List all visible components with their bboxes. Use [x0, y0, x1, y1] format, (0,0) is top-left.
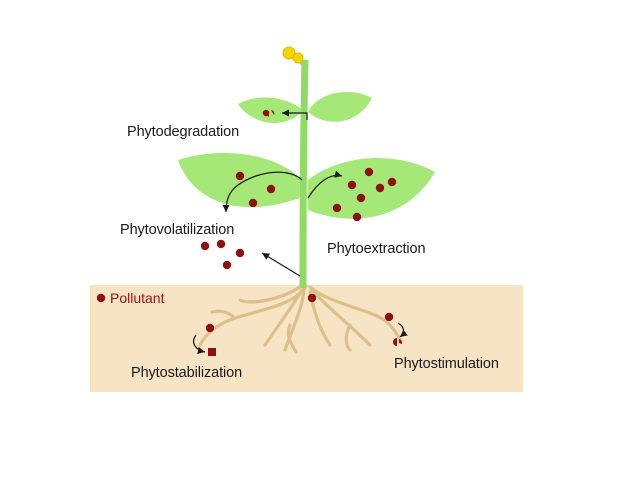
leaf-mid-right-pollutants	[332, 167, 397, 222]
leaf-top-left	[238, 97, 302, 124]
label-phytostimulation: Phytostimulation	[394, 356, 499, 372]
label-phytovolatilization: Phytovolatilization	[120, 222, 235, 238]
arrow-release	[261, 252, 301, 277]
leaf-mid-left	[178, 153, 300, 208]
flower-bud-left	[282, 46, 296, 60]
soil-pollutants	[205, 293, 403, 356]
label-phytodegradation: Phytodegradation	[127, 124, 240, 140]
stimulated-pollutant	[393, 338, 403, 346]
process-arrows	[193, 109, 408, 354]
arrow-degradation	[282, 109, 308, 120]
leaf-mid-right	[308, 158, 435, 219]
main-stem	[299, 59, 309, 289]
label-phytostabilization: Phytostabilization	[131, 365, 243, 381]
soil-region	[90, 285, 523, 392]
legend-pollutant-dot	[96, 293, 106, 303]
stabilized-pollutant	[208, 348, 216, 356]
volatilized-pollutants	[200, 239, 245, 270]
leaf-top-right	[308, 91, 372, 122]
degraded-pollutant	[262, 109, 275, 117]
arrow-extraction	[307, 170, 343, 199]
flower-bud-right	[292, 52, 304, 64]
label-phytoextraction: Phytoextraction	[327, 241, 426, 257]
arrow-stimulation	[397, 322, 408, 338]
legend-pollutant-label: Pollutant	[110, 290, 165, 306]
leaf-mid-left-pollutants	[235, 171, 276, 208]
arrow-volatilization	[222, 171, 303, 213]
arrow-stabilization	[193, 334, 206, 354]
